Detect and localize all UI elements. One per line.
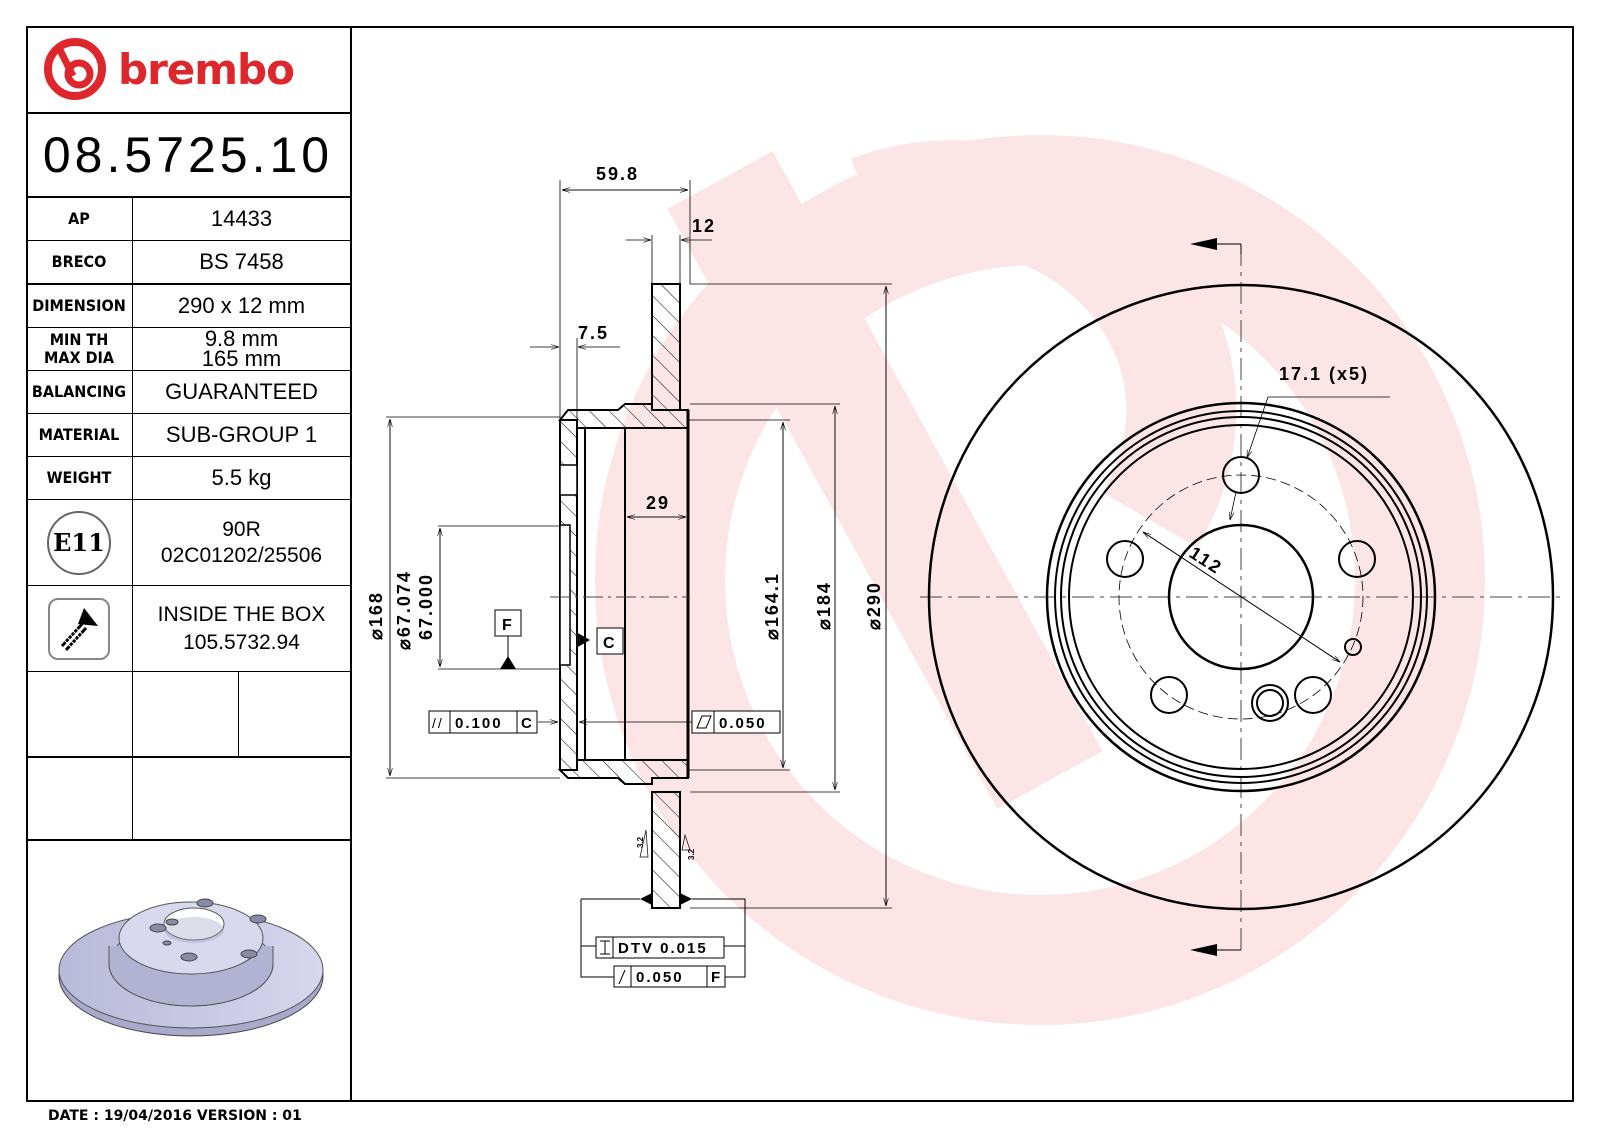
dim-59-8: 59.8 [596,164,639,184]
spec-value-material: SUB-GROUP 1 [165,422,318,447]
svg-text:3.2: 3.2 [636,836,645,848]
tolerance-flatness: 0.050 [579,710,781,734]
screw-line1: INSIDE THE BOX [157,602,326,626]
dim-dia-164-1: ⌀164.1 [762,572,782,640]
brand-name: brembo [118,44,295,94]
tolerance-parallelism: // 0.100 C [428,710,558,734]
disc-3d-render [58,898,324,1037]
cross-section [557,283,690,909]
svg-text:0.050: 0.050 [719,715,767,732]
spec-label-min-th: MIN TH [49,330,109,349]
homologation-line1: 90R [222,517,261,541]
section-arrow-bottom [1190,944,1217,956]
dim-dia-67-074: ⌀67.074 [394,570,414,650]
svg-text:0.100: 0.100 [455,715,503,732]
spec-label-weight: WEIGHT [46,468,112,487]
spec-label-max-dia: MAX DIA [43,348,115,367]
logo-cell: brembo [26,26,350,112]
spec-value-breco: BS 7458 [199,249,284,274]
spec-label-breco: BRECO [51,252,107,271]
svg-text:F: F [711,969,722,986]
spec-label-min-max: MIN TH MAX DIA [26,328,132,370]
homologation-line2: 02C01202/25506 [160,543,323,567]
spec-label-balancing: BALANCING [31,382,127,401]
screw-icon-cell [26,586,132,671]
tolerance-dtv-runout: DTV 0.015 0.050 F [580,893,746,988]
spec-value-ap: 14433 [210,206,273,231]
dim-12: 12 [692,216,716,236]
svg-text:C: C [603,635,615,652]
title-block: brembo 08.5725.10 AP 14433 BRECO BS 7458… [26,26,352,1102]
svg-text:F: F [502,617,512,634]
spec-value-max-dia: 165 mm [201,346,282,371]
spec-label-material: MATERIAL [38,425,120,444]
dim-dia-290: ⌀290 [864,581,884,630]
brembo-logo-icon [44,38,106,100]
datum-f: F [494,609,522,669]
screw-line2: 105.5732.94 [183,630,300,654]
bolt-hole-label: 17.1 (x5) [1279,364,1369,384]
homologation-badge-cell: E11 [26,500,132,585]
e11-badge: E11 [47,510,111,575]
datum-c: C [576,627,624,655]
svg-text:0.050: 0.050 [636,969,684,986]
spec-value-weight: 5.5 kg [211,465,272,490]
dim-dia-168: ⌀168 [366,591,386,640]
dim-dia-184: ⌀184 [814,581,834,630]
footer-date-version: DATE : 19/04/2016 VERSION : 01 [48,1108,302,1124]
front-view [927,243,1555,951]
spec-value-min-max: 9.8 mm 165 mm [133,328,350,370]
spec-value-dimension: 290 x 12 mm [177,293,306,318]
drawing-border [26,26,1574,1102]
spec-label-ap: AP [68,209,90,228]
svg-text:3.2: 3.2 [687,848,696,860]
spec-value-balancing: GUARANTEED [165,379,318,404]
section-arrow-top [1190,238,1217,250]
dim-dia-67-000: 67.000 [416,573,436,640]
surface-roughness: 3.2 3.2 [636,829,696,860]
pcd-label: 112 [1186,543,1226,579]
dim-29: 29 [646,493,670,513]
screw-icon [48,597,110,660]
part-number: 08.5725.10 [42,127,334,183]
spec-label-dimension: DIMENSION [32,296,126,315]
homologation-text: 90R 02C01202/25506 [133,500,350,585]
dim-7-5: 7.5 [578,323,609,343]
svg-text:DTV 0.015: DTV 0.015 [618,940,708,957]
screw-text: INSIDE THE BOX 105.5732.94 [133,586,350,671]
spec-value-min-th: 9.8 mm [204,326,279,351]
svg-text://: // [432,715,444,731]
svg-text:C: C [521,715,534,732]
